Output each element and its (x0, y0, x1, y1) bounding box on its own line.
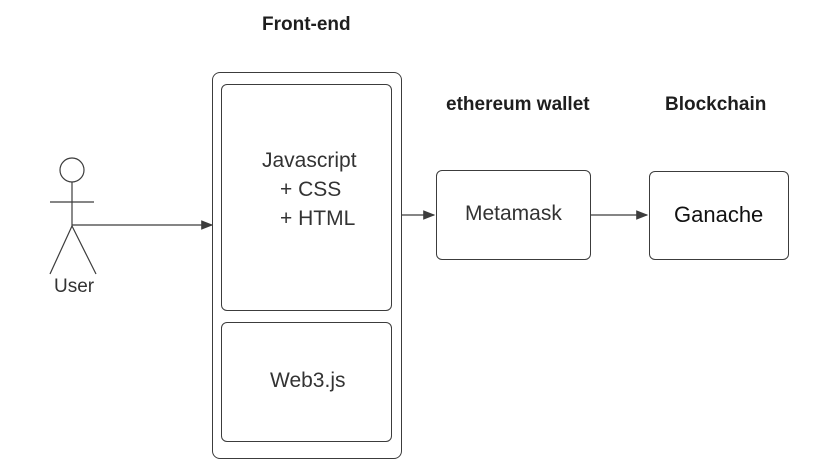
frontend-heading: Front-end (262, 14, 351, 35)
tech-line-html: + HTML (280, 207, 356, 230)
wallet-heading: ethereum wallet (446, 94, 590, 115)
actor-head (59, 157, 85, 183)
tech-line-javascript: Javascript (262, 149, 357, 172)
frontend-tech-box (221, 84, 392, 311)
blockchain-heading: Blockchain (665, 94, 767, 115)
web3-box (221, 322, 392, 442)
tech-line-css: + CSS (280, 178, 342, 201)
metamask-label: Metamask (465, 202, 562, 225)
frontend-tech-label: Javascript + CSS + HTML (262, 146, 357, 233)
actor-left-leg (49, 225, 73, 275)
actor-right-leg (71, 225, 97, 275)
user-actor-figure (49, 157, 97, 275)
web3-label: Web3.js (270, 369, 346, 392)
ganache-label: Ganache (674, 202, 764, 227)
ganache-box (649, 171, 789, 260)
user-label: User (54, 276, 95, 297)
metamask-box (436, 170, 591, 260)
